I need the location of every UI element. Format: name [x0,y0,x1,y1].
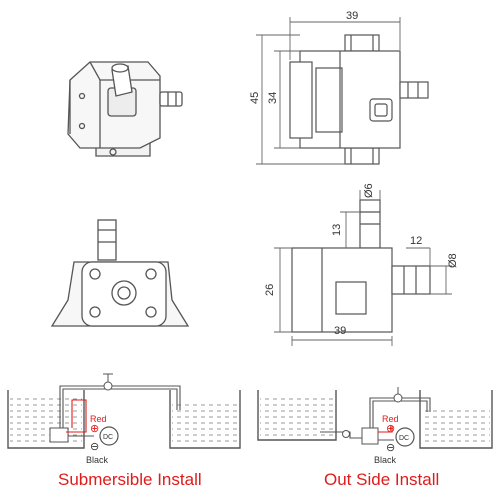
dim-front-width: 39 [334,325,346,337]
front-view-pump [50,219,190,327]
dim-top-outlet-length: 13 [331,224,343,236]
submersible-black-label: Black [86,455,109,465]
isometric-pump-view [67,61,183,157]
outside-black-label: Black [374,455,397,465]
submersible-minus-symbol: ⊖ [90,441,99,453]
submersible-install-caption: Submersible Install [58,470,202,489]
submersible-red-label: Red [90,414,107,424]
submersible-dc-label: DC [103,434,113,441]
dim-side-height-inner: 34 [267,92,279,104]
dim-front-height: 26 [264,284,276,296]
dim-inlet-length: 12 [410,235,422,247]
dim-side-height-outer: 45 [249,92,261,104]
outside-install-diagram [257,387,493,449]
dim-top-outlet-diameter: Ø6 [363,183,375,198]
side-view-dimensions [256,17,401,165]
outside-minus-symbol: ⊖ [386,442,395,454]
outside-plus-symbol: ⊕ [386,423,395,435]
submersible-install-diagram [7,373,241,449]
dim-inlet-diameter: Ø8 [447,253,459,268]
outside-dc-label: DC [399,435,409,442]
front-dimension-view [291,199,431,333]
outside-install-caption: Out Side Install [324,470,440,489]
side-view-drawing [289,34,429,165]
front-dimension-lines [274,190,452,346]
submersible-plus-symbol: ⊕ [90,423,99,435]
outside-red-label: Red [382,414,399,424]
dim-side-width: 39 [346,10,358,22]
